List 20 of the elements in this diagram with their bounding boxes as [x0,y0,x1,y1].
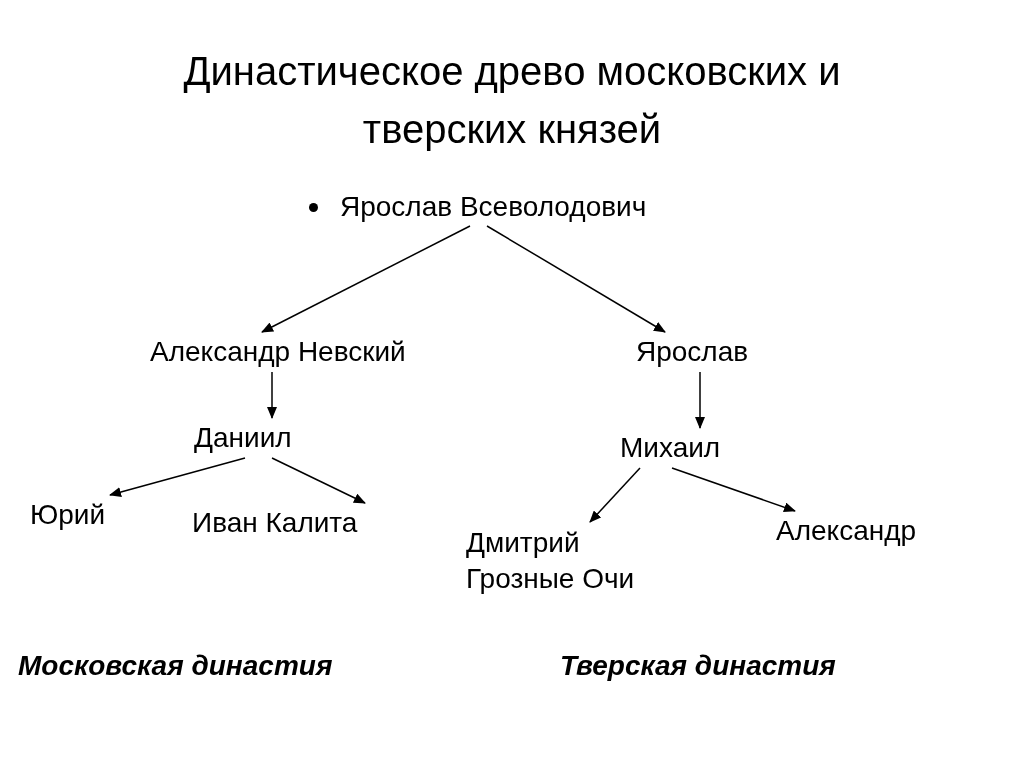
arrow [589,467,641,523]
arrow [261,225,471,333]
name-label: Ярослав [636,332,784,372]
arrow [671,467,796,513]
name-label: Александр Невский [150,332,470,372]
name-label: Даниил [194,418,324,458]
name-label: Ярослав Всеволодович [340,188,725,226]
arrow [271,457,366,504]
dynasty-label: Тверская династия [560,649,836,683]
arrow [109,457,246,497]
arrow [695,371,705,429]
arrow [486,225,666,333]
name-label: Дмитрий Грозные Очи [466,522,686,600]
name-label: Юрий [30,495,130,535]
name-label: Михаил [620,428,752,468]
name-label: Александр [776,511,952,551]
arrow [267,371,277,419]
name-label: Иван Калита [192,503,402,543]
title: Династическое древо московских и тверских князей [182,48,842,153]
dynasty-label: Московская династия [18,649,333,683]
